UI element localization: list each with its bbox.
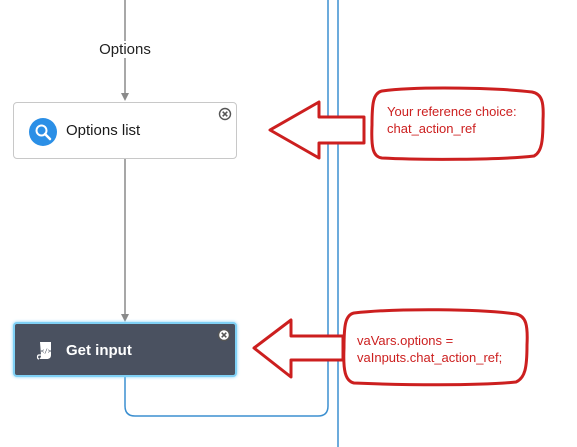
annotation-arrow-1 [268, 100, 366, 160]
loop-container-outline [124, 0, 329, 417]
node-get-input[interactable]: </> Get input [13, 322, 237, 377]
close-icon[interactable] [218, 107, 232, 121]
annotation-note-reference-choice: Your reference choice: chat_action_ref [387, 104, 517, 136]
connector-label-options: Options [80, 41, 170, 58]
connector-middle-arrowhead [121, 314, 129, 322]
annotation-box-2 [342, 308, 529, 387]
search-icon [29, 118, 57, 146]
connector-top-arrowhead [121, 93, 129, 101]
close-icon[interactable] [217, 328, 231, 342]
annotation-arrow-2 [252, 318, 345, 379]
node-options-list[interactable]: Options list [13, 102, 237, 159]
annotation-box-1 [370, 86, 545, 161]
svg-text:</>: </> [41, 348, 52, 355]
script-icon: </> [35, 339, 57, 361]
annotation-note-script: vaVars.options = vaInputs.chat_action_re… [357, 333, 503, 365]
node-title: Get input [66, 342, 132, 359]
node-title: Options list [66, 122, 141, 139]
